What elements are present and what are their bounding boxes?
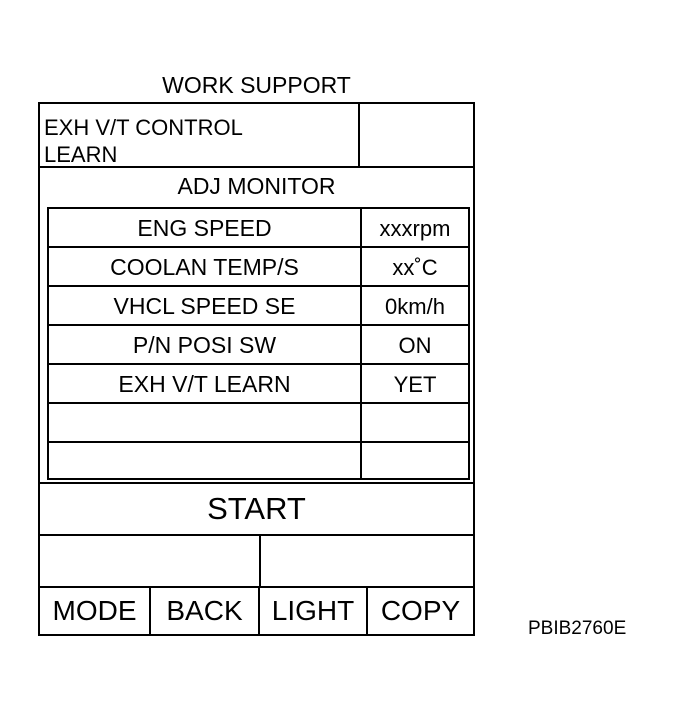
mode-button[interactable]: MODE (52, 595, 137, 626)
monitor-label: ENG SPEED (137, 215, 272, 241)
monitor-value (362, 443, 468, 482)
figure-code: PBIB2760E (528, 618, 627, 639)
monitor-label: VHCL SPEED SE (113, 293, 296, 319)
monitor-column-divider (360, 209, 362, 478)
monitor-value: ON (398, 333, 432, 358)
monitor-value: YET (393, 372, 437, 397)
row-separator (49, 285, 468, 287)
monitor-row (49, 443, 468, 482)
monitor-label (49, 404, 360, 443)
item-label-line2: LEARN (44, 142, 118, 167)
blank-cell-left (40, 536, 259, 586)
footer-divider (149, 588, 151, 634)
monitor-row: ENG SPEED xxxrpm (49, 209, 468, 248)
adj-monitor-title: ADJ MONITOR (177, 173, 336, 199)
adj-monitor-table: ENG SPEED xxxrpm COOLAN TEMP/S xx˚C VHCL… (47, 207, 470, 480)
monitor-row: EXH V/T LEARN YET (49, 365, 468, 404)
blank-divider (259, 536, 261, 586)
monitor-separator (40, 482, 473, 484)
copy-button[interactable]: COPY (380, 595, 461, 626)
item-separator (40, 166, 473, 168)
footer-divider (258, 588, 260, 634)
footer-separator (40, 586, 473, 588)
light-button[interactable]: LIGHT (271, 595, 355, 626)
row-separator (49, 324, 468, 326)
monitor-value: xxxrpm (379, 216, 451, 241)
monitor-value: 0km/h (385, 294, 445, 319)
monitor-label (49, 443, 360, 482)
blank-cell-right (261, 536, 473, 586)
monitor-value (362, 404, 468, 443)
work-support-panel: EXH V/T CONTROL LEARN ADJ MONITOR ENG SP… (38, 102, 475, 636)
monitor-row: COOLAN TEMP/S xx˚C (49, 248, 468, 287)
row-separator (49, 246, 468, 248)
monitor-row: P/N POSI SW ON (49, 326, 468, 365)
row-separator (49, 441, 468, 443)
item-label: EXH V/T CONTROL LEARN (44, 114, 243, 168)
item-value (360, 104, 475, 168)
monitor-label: P/N POSI SW (132, 332, 277, 358)
item-label-line1: EXH V/T CONTROL (44, 115, 243, 140)
work-support-title: WORK SUPPORT (162, 72, 351, 98)
row-separator (49, 402, 468, 404)
start-separator (40, 534, 473, 536)
row-separator (49, 363, 468, 365)
monitor-value: xx˚C (392, 255, 438, 280)
item-divider (358, 104, 360, 168)
monitor-label: EXH V/T LEARN (118, 371, 291, 397)
monitor-label: COOLAN TEMP/S (110, 254, 299, 280)
footer-divider (366, 588, 368, 634)
back-button[interactable]: BACK (166, 595, 243, 626)
start-button[interactable]: START (207, 491, 306, 526)
monitor-row (49, 404, 468, 443)
monitor-row: VHCL SPEED SE 0km/h (49, 287, 468, 326)
